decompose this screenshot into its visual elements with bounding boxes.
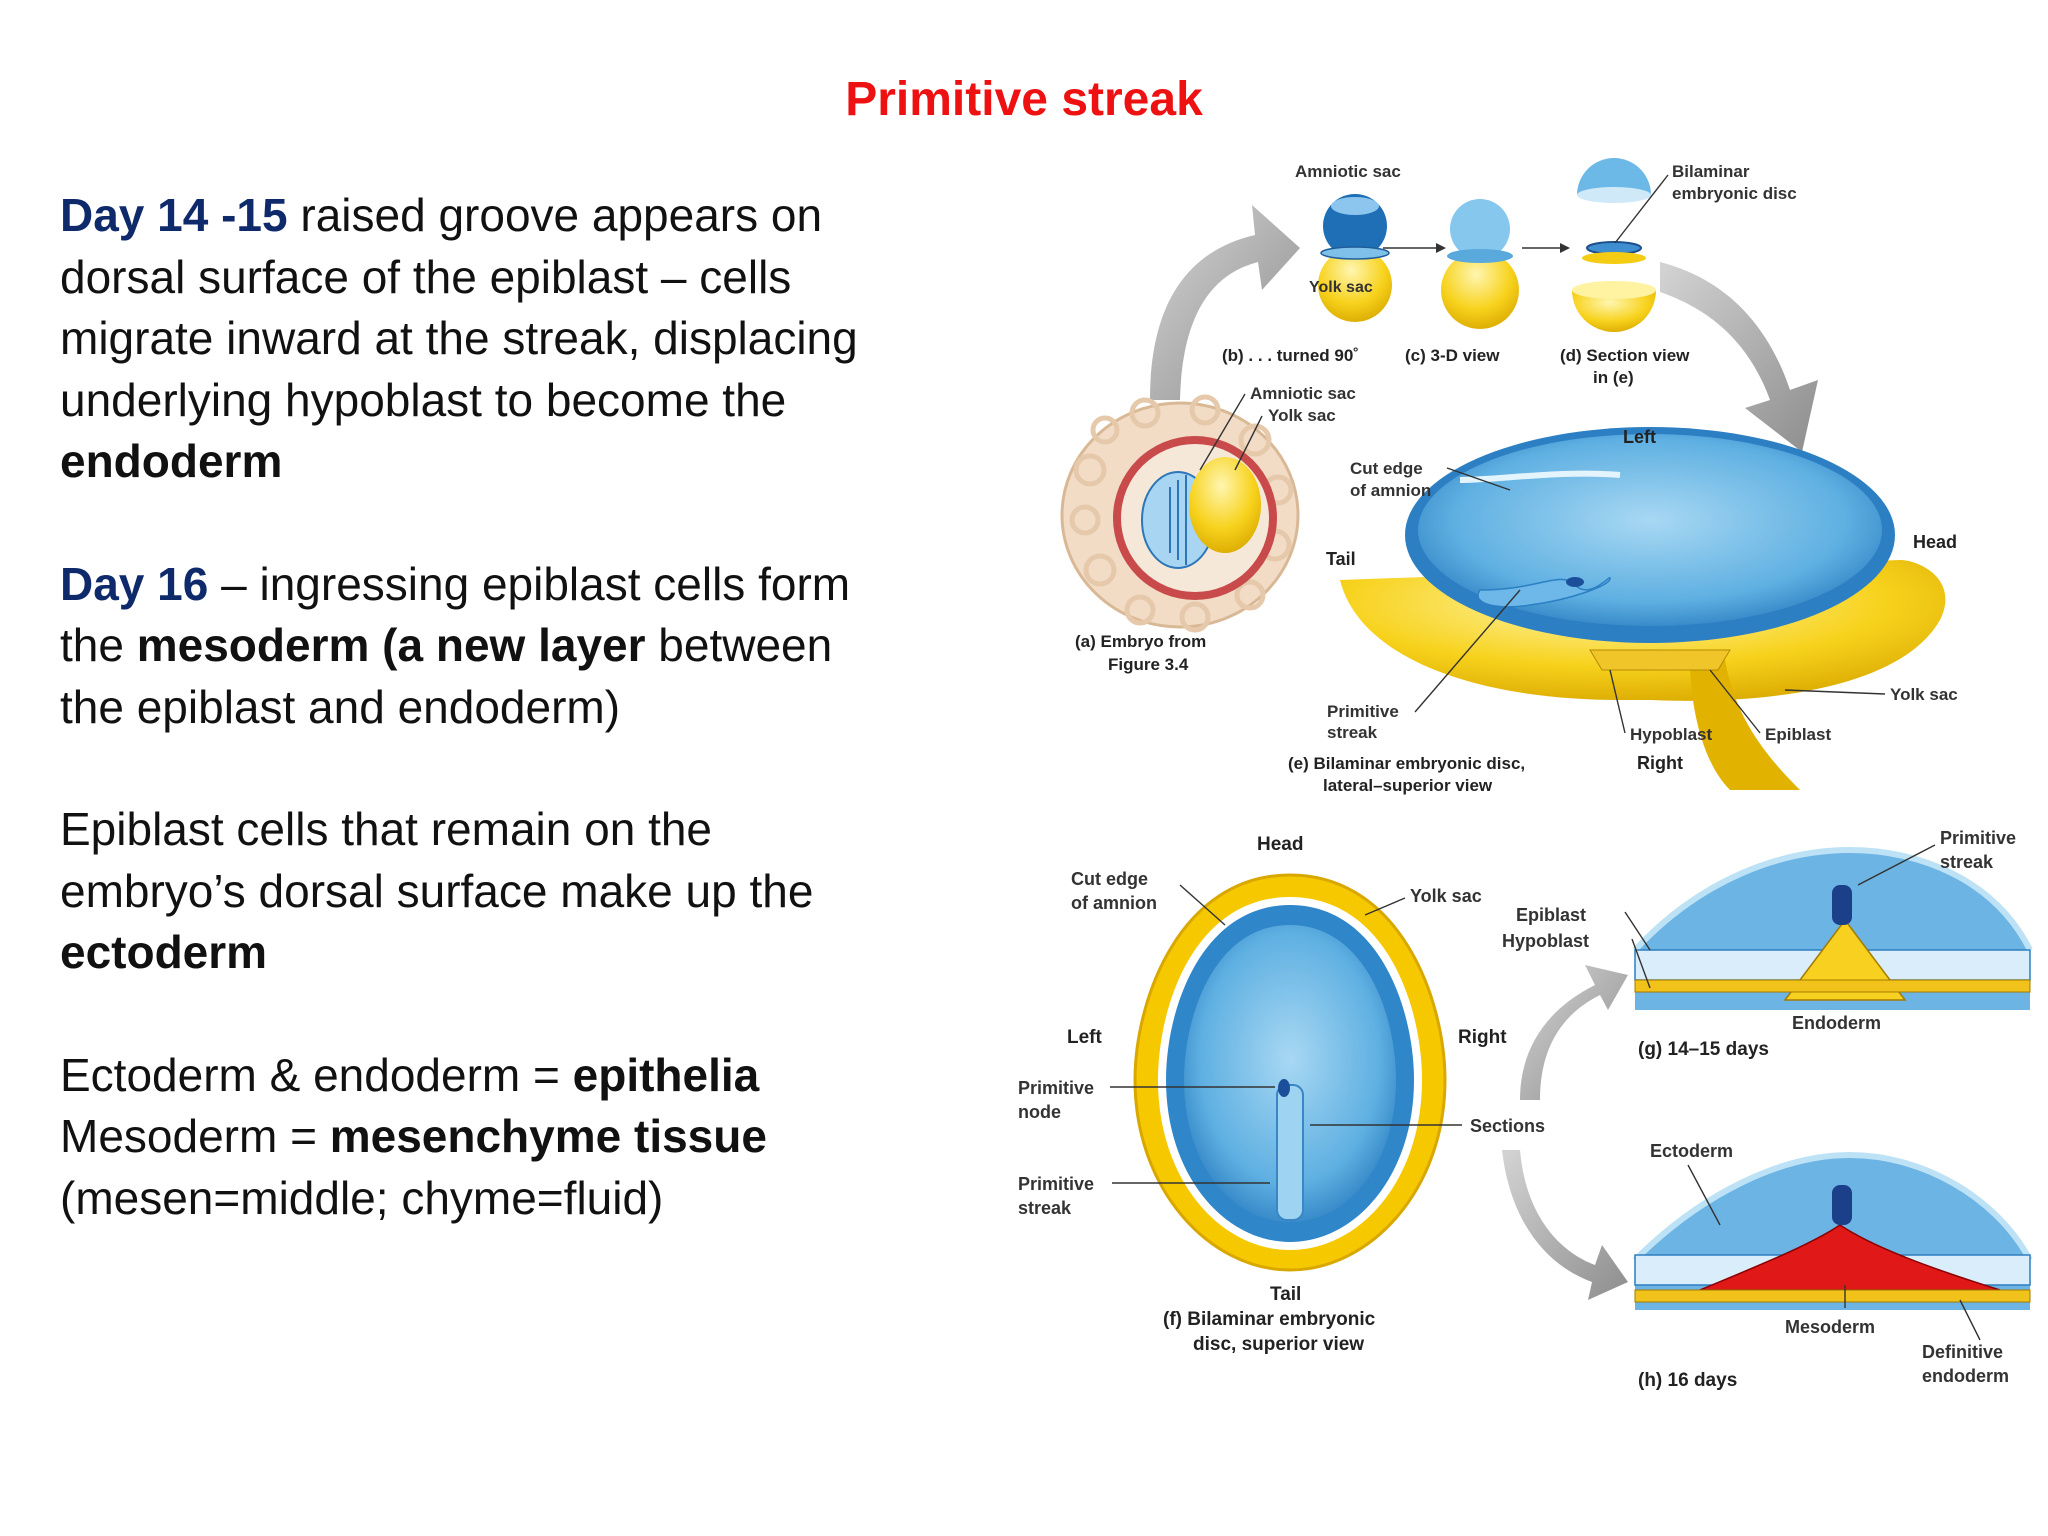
term-endoderm: endoderm (60, 435, 283, 487)
paragraph-ectoderm: Epiblast cells that remain on the embryo… (60, 799, 890, 984)
label-cut-edge: Cut edge (1071, 869, 1148, 889)
stage-e-disc (1340, 427, 1946, 790)
label-streak: streak (1940, 852, 1994, 872)
stage-f-disc (1133, 873, 1447, 1272)
caption-e-2: lateral–superior view (1323, 776, 1493, 795)
label-head: Head (1913, 532, 1957, 552)
stage-a-embryo (1060, 394, 1300, 633)
stage-h-section (1632, 1151, 2033, 1310)
paragraph-text: Mesoderm = (60, 1110, 330, 1162)
caption-f: (f) Bilaminar embryonic (1163, 1309, 1376, 1330)
stage-b-sac (1318, 194, 1392, 322)
label-of-amnion: of amnion (1071, 893, 1157, 913)
label-right: Right (1637, 753, 1683, 773)
paragraph-text: Ectoderm & endoderm = (60, 1048, 573, 1101)
label-bilaminar: Bilaminar (1672, 162, 1750, 181)
label-embryonic-disc: embryonic disc (1672, 184, 1797, 203)
stage-d-section (1572, 158, 1656, 332)
caption-a: (a) Embryo from (1075, 632, 1206, 651)
label-left: Left (1067, 1027, 1103, 1048)
text-column: Day 14 -15 raised groove appears on dors… (60, 185, 890, 1229)
label-primitive: Primitive (1018, 1174, 1094, 1194)
label-left: Left (1623, 427, 1656, 447)
caption-a-2: Figure 3.4 (1108, 655, 1189, 674)
label-hypoblast: Hypoblast (1502, 931, 1589, 951)
caption-c: (c) 3-D view (1405, 346, 1500, 365)
label-primitive: Primitive (1327, 702, 1399, 721)
label-epiblast: Epiblast (1516, 905, 1586, 925)
label-right: Right (1458, 1027, 1507, 1048)
day-label: Day 14 -15 (60, 189, 288, 241)
label-endoderm: endoderm (1922, 1366, 2009, 1386)
term-mesoderm: mesoderm (a new layer (136, 619, 646, 671)
term-ectoderm: ectoderm (60, 926, 268, 978)
label-cut-edge: Cut edge (1350, 459, 1423, 478)
label-streak: streak (1018, 1198, 1072, 1218)
label-epiblast: Epiblast (1765, 725, 1831, 744)
label-endoderm: Endoderm (1792, 1013, 1881, 1033)
paragraph-text: – ingressing epiblast cells form the (60, 557, 851, 672)
label-primitive: Primitive (1940, 828, 2016, 848)
process-arrow (1150, 205, 1300, 400)
paragraph-text: (mesen=middle; chyme=fluid) (60, 1171, 664, 1224)
label-head: Head (1257, 834, 1303, 855)
paragraph-text: raised groove appears on dorsal surface … (60, 189, 858, 426)
label-ectoderm: Ectoderm (1650, 1141, 1733, 1161)
paragraph-day-14-15: Day 14 -15 raised groove appears on dors… (60, 185, 890, 493)
caption-h: (h) 16 days (1638, 1370, 1737, 1391)
process-arrow (1660, 262, 1818, 452)
paragraph-day-16: Day 16 – ingressing epiblast cells form … (60, 554, 890, 739)
caption-g: (g) 14–15 days (1638, 1039, 1769, 1060)
paragraph-text: between the epiblast and endoderm) (60, 619, 833, 733)
term-epithelia: epithelia (572, 1048, 760, 1101)
label-node: node (1018, 1102, 1061, 1122)
caption-d: (d) Section view (1560, 346, 1690, 365)
stage-g-section (1632, 846, 2033, 1010)
label-primitive: Primitive (1018, 1078, 1094, 1098)
paragraph-text: Epiblast cells that remain on the embryo… (60, 803, 814, 917)
label-yolk-sac: Yolk sac (1268, 406, 1336, 425)
stage-c-sac (1441, 199, 1519, 329)
section-arrow (1502, 1150, 1628, 1300)
embryo-diagram: Amniotic sac Yolk sac Bilaminar embryoni… (1018, 158, 2033, 1391)
paragraph-tissue-types: Ectoderm & endoderm = epithelia Mesoderm… (60, 1045, 890, 1230)
label-yolk-sac: Yolk sac (1890, 685, 1958, 704)
label-sections: Sections (1470, 1116, 1545, 1136)
label-amniotic-sac: Amniotic sac (1250, 384, 1356, 403)
caption-b: (b) . . . turned 90˚ (1222, 346, 1359, 365)
label-yolk-sac: Yolk sac (1410, 886, 1482, 906)
label-amniotic-sac: Amniotic sac (1295, 162, 1401, 181)
label-hypoblast: Hypoblast (1630, 725, 1713, 744)
label-yolk-sac: Yolk sac (1309, 279, 1373, 296)
label-tail: Tail (1270, 1284, 1301, 1305)
slide-title: Primitive streak (845, 73, 1203, 126)
label-streak: streak (1327, 723, 1378, 742)
term-mesenchyme: mesenchyme tissue (329, 1110, 767, 1162)
caption-d-2: in (e) (1593, 368, 1634, 387)
label-mesoderm: Mesoderm (1785, 1317, 1875, 1337)
label-tail: Tail (1326, 549, 1356, 569)
caption-e: (e) Bilaminar embryonic disc, (1288, 754, 1525, 773)
label-definitive: Definitive (1922, 1342, 2003, 1362)
label-of-amnion: of amnion (1350, 481, 1431, 500)
caption-f-2: disc, superior view (1193, 1334, 1364, 1355)
section-arrow (1520, 965, 1628, 1100)
day-label: Day 16 (60, 557, 209, 610)
